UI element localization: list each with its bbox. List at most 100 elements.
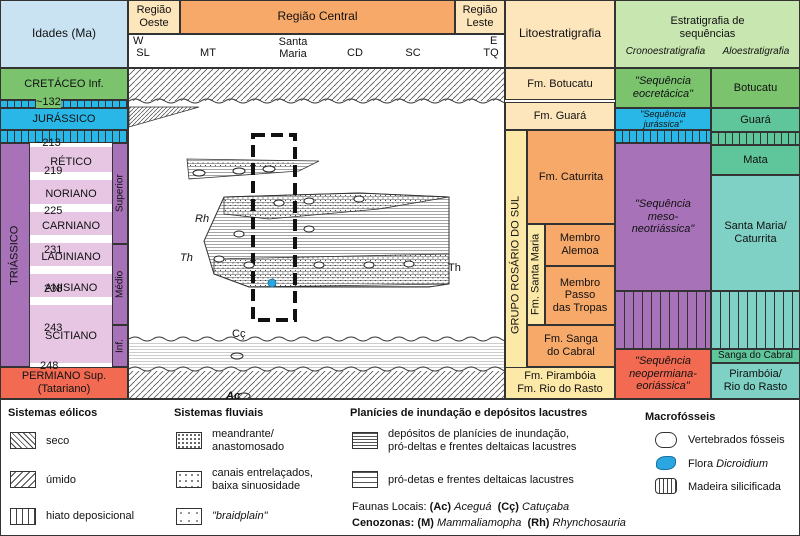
legend-planicies-title: Planícies de inundação e depósitos lacus… [350, 407, 588, 419]
label-cc: Cç [232, 328, 246, 340]
location-2: Santa Maria [278, 36, 308, 61]
swatch-seco [10, 432, 36, 449]
lito-gap [505, 100, 615, 102]
flora-marker [267, 278, 277, 288]
location-3: CD [347, 47, 363, 59]
alo-hiato [711, 291, 800, 349]
faunas-ac: (Ac) [429, 501, 452, 513]
alo-gap [711, 132, 800, 145]
swatch-braidplain [176, 508, 202, 525]
age-213: ~213 [36, 137, 61, 149]
legend-faunas: Faunas Locais: (Ac) Aceguá (Cç) Catuçaba [352, 501, 569, 514]
caturrita-lens-dots [187, 161, 297, 167]
sanga-band [129, 342, 504, 368]
crono-jurassica: "Sequência jurássica" [615, 108, 711, 130]
flora-icon [656, 456, 676, 470]
lito-alemoa: Membro Alemoa [545, 224, 615, 266]
location-1: MT [200, 47, 216, 59]
alo-botucatu: Botucatu [711, 68, 800, 108]
stage-2: CARNIANO [30, 212, 112, 235]
legend-fluviais-title: Sistemas fluviais [174, 407, 264, 419]
stage-3: LADINIANO [30, 243, 112, 266]
label-rh: Rh [195, 213, 210, 225]
flora-prefix: Flora [688, 458, 714, 470]
crono-meso: "Sequência meso- neotriássica" [615, 143, 711, 291]
botucatu-base-wave [129, 98, 504, 104]
alo-santa-maria: Santa Maria/ Caturrita [711, 175, 800, 291]
stage-4: ANISIANO [30, 274, 112, 297]
legend-madeira: Madeira silicificada [688, 481, 781, 493]
age-243: 243 [44, 322, 63, 334]
legend-vertebrados: Vertebrados fósseis [688, 434, 785, 446]
locations-bar [128, 34, 505, 68]
legend-cenozonas: Cenozonas: (M) Mammaliamopha (Rh) Rhynch… [352, 517, 626, 530]
alo-sanga: Sanga do Cabral [711, 349, 800, 363]
age-132: ~132 [36, 96, 61, 108]
legend-eolicos-title: Sistemas eólicos [8, 407, 98, 419]
swatch-canais [176, 471, 202, 488]
jurassico-triassico-boundary [0, 130, 128, 143]
faunas-prefix: Faunas Locais: [352, 501, 427, 513]
legend-prodeltas: pró-detas e frentes deltaicas lacustres [388, 474, 574, 486]
legend-hiato: hiato deposicional [46, 510, 135, 522]
vertebrado-icon [655, 432, 677, 448]
legend-macro-title: Macrofósseis [645, 411, 716, 423]
seq-subheaders: Cronoestratigrafia Aloestratigrafia [617, 46, 798, 58]
crono-gap [615, 130, 711, 143]
stage-0: RÉTICO [30, 147, 112, 172]
triassico-cell: TRIÁSSICO [0, 143, 30, 367]
faunas-ac-name: Aceguá [454, 501, 492, 513]
madeira-icon [655, 478, 677, 494]
swatch-umido [10, 471, 36, 488]
section-panel [128, 68, 505, 399]
subdiv-superior: Superior [112, 143, 128, 244]
faunas-cc-name: Catuçaba [522, 501, 570, 513]
legend-canais: canais entrelaçados, baixa sinuosidade [212, 467, 313, 493]
age-231: 231 [44, 244, 63, 256]
lito-botucatu: Fm. Botucatu [505, 68, 615, 100]
idades-header: Idades (Ma) [0, 0, 128, 68]
lito-header: Litoestratigrafia [505, 0, 615, 68]
ceno-rh-name: Rhynchosauria [552, 517, 626, 529]
swatch-prodeltas [352, 471, 378, 488]
crono-hiato [615, 291, 711, 349]
legend-braidplain: "braidplain" [212, 510, 268, 522]
location-0: SL [136, 47, 150, 59]
loc-e: E [490, 35, 498, 47]
lito-santa-maria: Fm. Santa Maria [527, 224, 545, 325]
subdiv-inf: Inf. [112, 325, 128, 367]
legend-meandrante: meandrante/ anastomosado [212, 428, 285, 454]
legend-seco: seco [46, 435, 70, 447]
section-drawing [129, 69, 504, 398]
ceno-rh: (Rh) [527, 517, 550, 529]
guara-wedge [129, 106, 200, 128]
alo-guara: Guará [711, 108, 800, 132]
crono-neopermiana: "Sequência neopermiana- eoriássica" [615, 349, 711, 399]
legend-planicies: depósitos de planícies de inundação, pró… [388, 428, 577, 454]
highlight-box [251, 133, 297, 322]
sanga-top-wave [129, 336, 504, 342]
lito-grupo: GRUPO ROSÁRIO DO SUL [505, 130, 527, 399]
seq-header-title: Estratigrafia de sequências [670, 15, 745, 40]
lito-caturrita: Fm. Caturrita [527, 130, 615, 224]
label-th-left: Th [180, 252, 193, 264]
regiao-oeste-header: Região Oeste [128, 0, 180, 34]
faunas-cc: (Cç) [497, 501, 519, 513]
age-238: 238 [44, 283, 63, 295]
age-248: 248 [40, 360, 59, 372]
stage-1: NORIANO [30, 180, 112, 204]
legend-flora: Flora Dicroidium [688, 458, 768, 471]
swatch-planicies [352, 432, 378, 449]
loc-w: W [133, 35, 144, 47]
label-th-right: Th [448, 262, 461, 274]
permiano-cell: PERMIANO Sup. (Tatariano) [0, 367, 128, 399]
flora-name: Dicroidium [716, 458, 769, 470]
cretaceo-cell: CRETÁCEO Inf. [0, 68, 128, 100]
regiao-central-header: Região Central [180, 0, 455, 34]
stage-5: SCITIANO [30, 305, 112, 363]
age-219: 219 [44, 165, 63, 177]
location-5: TQ [483, 47, 499, 59]
crono-eocretacica: "Sequência eocretácica" [615, 68, 711, 108]
lito-piramboia: Fm. Pirambóia Fm. Rio do Rasto [505, 367, 615, 399]
swatch-hiato [10, 508, 36, 525]
